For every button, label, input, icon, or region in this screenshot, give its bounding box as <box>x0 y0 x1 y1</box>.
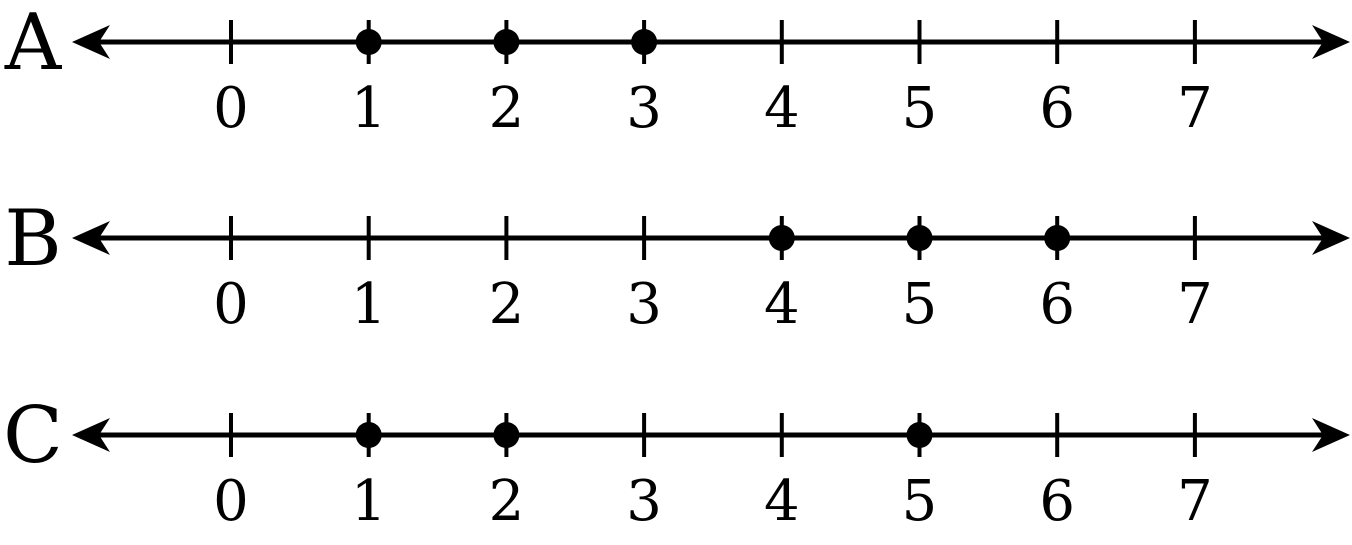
plotted-point <box>355 422 382 448</box>
tick-label: 0 <box>213 76 249 141</box>
tick-label: 7 <box>1177 76 1213 141</box>
plotted-point <box>906 225 933 251</box>
tick-label: 3 <box>626 469 662 534</box>
tick-label: 6 <box>1039 469 1075 534</box>
plotted-point <box>631 29 658 55</box>
tick-label: 1 <box>351 76 387 141</box>
tick-label: 0 <box>213 272 249 337</box>
plotted-point <box>768 225 795 251</box>
number-line-c: C 0 1 2 3 4 5 6 7 <box>3 391 1350 534</box>
tick-label: 1 <box>351 272 387 337</box>
tick-label: 4 <box>764 469 800 534</box>
tick-label: 3 <box>626 76 662 141</box>
row-label: C <box>3 391 63 481</box>
tick-label: 2 <box>489 469 525 534</box>
tick-label: 5 <box>902 469 938 534</box>
tick-label: 2 <box>489 272 525 337</box>
tick-label: 0 <box>213 469 249 534</box>
row-label: A <box>4 0 63 88</box>
tick-label: 6 <box>1039 272 1075 337</box>
tick-label: 4 <box>764 76 800 141</box>
tick-label: 3 <box>626 272 662 337</box>
tick-label: 6 <box>1039 76 1075 141</box>
tick-label: 4 <box>764 272 800 337</box>
plotted-point <box>493 29 520 55</box>
tick-label: 5 <box>902 272 938 337</box>
tick-label: 7 <box>1177 272 1213 337</box>
number-line-b: B 0 1 2 3 4 5 6 7 <box>4 194 1350 337</box>
right-arrowhead <box>1312 418 1350 452</box>
right-arrowhead <box>1312 25 1350 59</box>
tick-label: 5 <box>902 76 938 141</box>
tick-label: 2 <box>489 76 525 141</box>
right-arrowhead <box>1312 221 1350 255</box>
left-arrowhead <box>72 25 110 59</box>
left-arrowhead <box>72 418 110 452</box>
number-line-a: A 0 1 2 3 4 5 6 7 <box>4 0 1350 141</box>
tick-label: 7 <box>1177 469 1213 534</box>
plotted-point <box>1044 225 1071 251</box>
row-label: B <box>4 194 61 284</box>
plotted-point <box>493 422 520 448</box>
left-arrowhead <box>72 221 110 255</box>
plotted-point <box>355 29 382 55</box>
plotted-point <box>906 422 933 448</box>
tick-label: 1 <box>351 469 387 534</box>
